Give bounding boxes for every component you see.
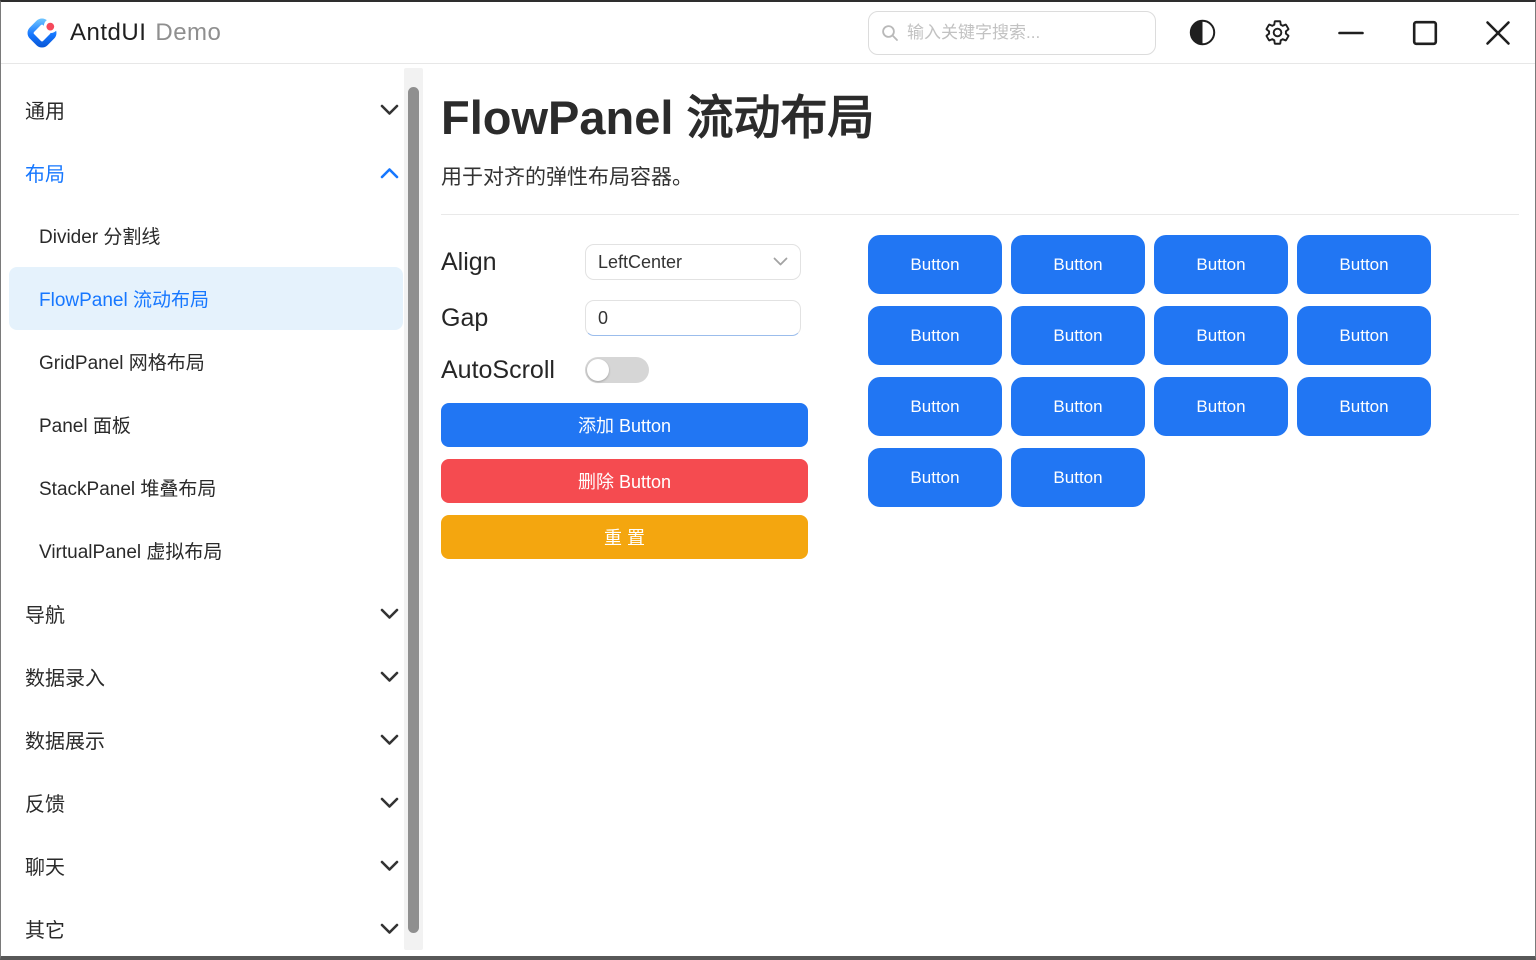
gap-input[interactable]: 0 — [585, 300, 801, 337]
gear-icon — [1265, 20, 1289, 45]
sidebar-item[interactable]: Divider 分割线 — [9, 204, 403, 267]
flow-button[interactable]: Button — [1297, 235, 1431, 294]
sidebar-item[interactable]: 聊天 — [9, 834, 403, 897]
sidebar-item[interactable]: FlowPanel 流动布局 — [9, 267, 403, 330]
chevron-down-icon — [773, 257, 788, 267]
main-content: FlowPanel 流动布局 用于对齐的弹性布局容器。 Align LeftCe… — [425, 64, 1535, 956]
flow-button[interactable]: Button — [1011, 448, 1145, 507]
flow-button[interactable]: Button — [1011, 377, 1145, 436]
align-label: Align — [441, 247, 497, 276]
align-select[interactable]: LeftCenter — [585, 244, 801, 281]
sidebar-item-label: 通用 — [25, 101, 65, 123]
sidebar-item[interactable]: Panel 面板 — [9, 393, 403, 456]
flow-button[interactable]: Button — [868, 377, 1002, 436]
gap-label: Gap — [441, 303, 489, 332]
flow-button[interactable]: Button — [1297, 377, 1431, 436]
close-icon — [1486, 20, 1510, 45]
sidebar-item[interactable]: 布局 — [9, 141, 403, 204]
chevron-up-icon — [380, 167, 399, 179]
sidebar-item-label: GridPanel 网格布局 — [39, 353, 205, 374]
sidebar-item[interactable]: 反馈 — [9, 771, 403, 834]
maximize-button[interactable] — [1410, 16, 1440, 50]
theme-half-circle-icon — [1189, 19, 1215, 46]
theme-toggle-button[interactable] — [1187, 16, 1217, 50]
sidebar-item-label: 数据录入 — [25, 668, 105, 690]
sidebar-item[interactable]: StackPanel 堆叠布局 — [9, 456, 403, 519]
sidebar-item[interactable]: GridPanel 网格布局 — [9, 330, 403, 393]
gap-row: Gap 0 — [441, 300, 808, 337]
chevron-down-icon — [380, 734, 399, 746]
flow-button[interactable]: Button — [1154, 306, 1288, 365]
search-box[interactable] — [868, 10, 1156, 55]
chevron-down-icon — [380, 797, 399, 809]
flow-button[interactable]: Button — [1297, 306, 1431, 365]
app-logo-icon — [27, 18, 59, 47]
flow-button[interactable]: Button — [1154, 377, 1288, 436]
sidebar-item[interactable]: VirtualPanel 虚拟布局 — [9, 519, 403, 582]
sidebar-item-label: 其它 — [25, 920, 65, 942]
search-icon — [882, 24, 898, 41]
sidebar-item-label: 聊天 — [25, 857, 65, 879]
chevron-down-icon — [380, 860, 399, 872]
sidebar-item-label: 数据展示 — [25, 731, 105, 753]
align-row: Align LeftCenter — [441, 244, 808, 281]
flow-button[interactable]: Button — [1011, 235, 1145, 294]
sidebar-item[interactable]: 数据展示 — [9, 708, 403, 771]
chevron-down-icon — [380, 671, 399, 683]
app-title: AntdUI Demo — [70, 19, 221, 47]
sidebar-item-label: FlowPanel 流动布局 — [39, 290, 209, 311]
page-subtitle: 用于对齐的弹性布局容器。 — [441, 166, 693, 190]
sidebar-item-label: 布局 — [25, 164, 65, 186]
flow-button[interactable]: Button — [1011, 306, 1145, 365]
toggle-knob — [587, 359, 609, 382]
flow-button[interactable]: Button — [868, 235, 1002, 294]
maximize-icon — [1412, 20, 1438, 45]
sidebar-menu: 通用布局 Divider 分割线 FlowPanel 流动布局 GridPanel 网… — [1, 78, 425, 960]
search-input[interactable] — [907, 22, 1143, 43]
sidebar-item-label: Divider 分割线 — [39, 227, 161, 248]
sidebar-item[interactable]: 导航 — [9, 582, 403, 645]
page-title: FlowPanel 流动布局 — [441, 91, 875, 144]
settings-button[interactable] — [1262, 16, 1292, 50]
delete-button-button[interactable]: 删除 Button — [441, 459, 808, 504]
chevron-down-icon — [380, 923, 399, 935]
chevron-down-icon — [380, 104, 399, 116]
sidebar-item[interactable]: 通用 — [9, 78, 403, 141]
align-select-value: LeftCenter — [598, 251, 683, 272]
add-button-button[interactable]: 添加 Button — [441, 403, 808, 448]
divider — [441, 214, 1519, 216]
minimize-icon — [1338, 31, 1364, 34]
sidebar-item-label: 反馈 — [25, 794, 65, 816]
flow-button[interactable]: Button — [868, 448, 1002, 507]
sidebar-item-label: StackPanel 堆叠布局 — [39, 479, 217, 500]
close-button[interactable] — [1483, 16, 1513, 50]
autoscroll-row: AutoScroll — [441, 356, 808, 384]
sidebar: 通用布局 Divider 分割线 FlowPanel 流动布局 GridPanel 网… — [1, 64, 425, 956]
autoscroll-toggle[interactable] — [585, 357, 649, 384]
sidebar-scrollbar-track[interactable] — [404, 68, 423, 950]
app-title-primary: AntdUI — [70, 18, 147, 46]
sidebar-scrollbar-thumb[interactable] — [408, 87, 419, 933]
flow-button[interactable]: Button — [1154, 235, 1288, 294]
sidebar-item[interactable]: 其它 — [9, 897, 403, 960]
sidebar-item[interactable]: 数据录入 — [9, 645, 403, 708]
autoscroll-label: AutoScroll — [441, 355, 555, 384]
sidebar-item-label: VirtualPanel 虚拟布局 — [39, 542, 223, 563]
sidebar-item-label: 导航 — [25, 605, 65, 627]
app-title-secondary: Demo — [155, 18, 222, 46]
chevron-down-icon — [380, 608, 399, 620]
controls-panel: Align LeftCenter Gap 0 AutoScroll — [441, 244, 808, 560]
sidebar-item-label: Panel 面板 — [39, 416, 131, 437]
flow-button[interactable]: Button — [868, 306, 1002, 365]
titlebar: AntdUI Demo — [1, 2, 1535, 64]
reset-button[interactable]: 重 置 — [441, 515, 808, 560]
minimize-button[interactable] — [1336, 16, 1366, 50]
gap-input-value: 0 — [598, 307, 609, 328]
